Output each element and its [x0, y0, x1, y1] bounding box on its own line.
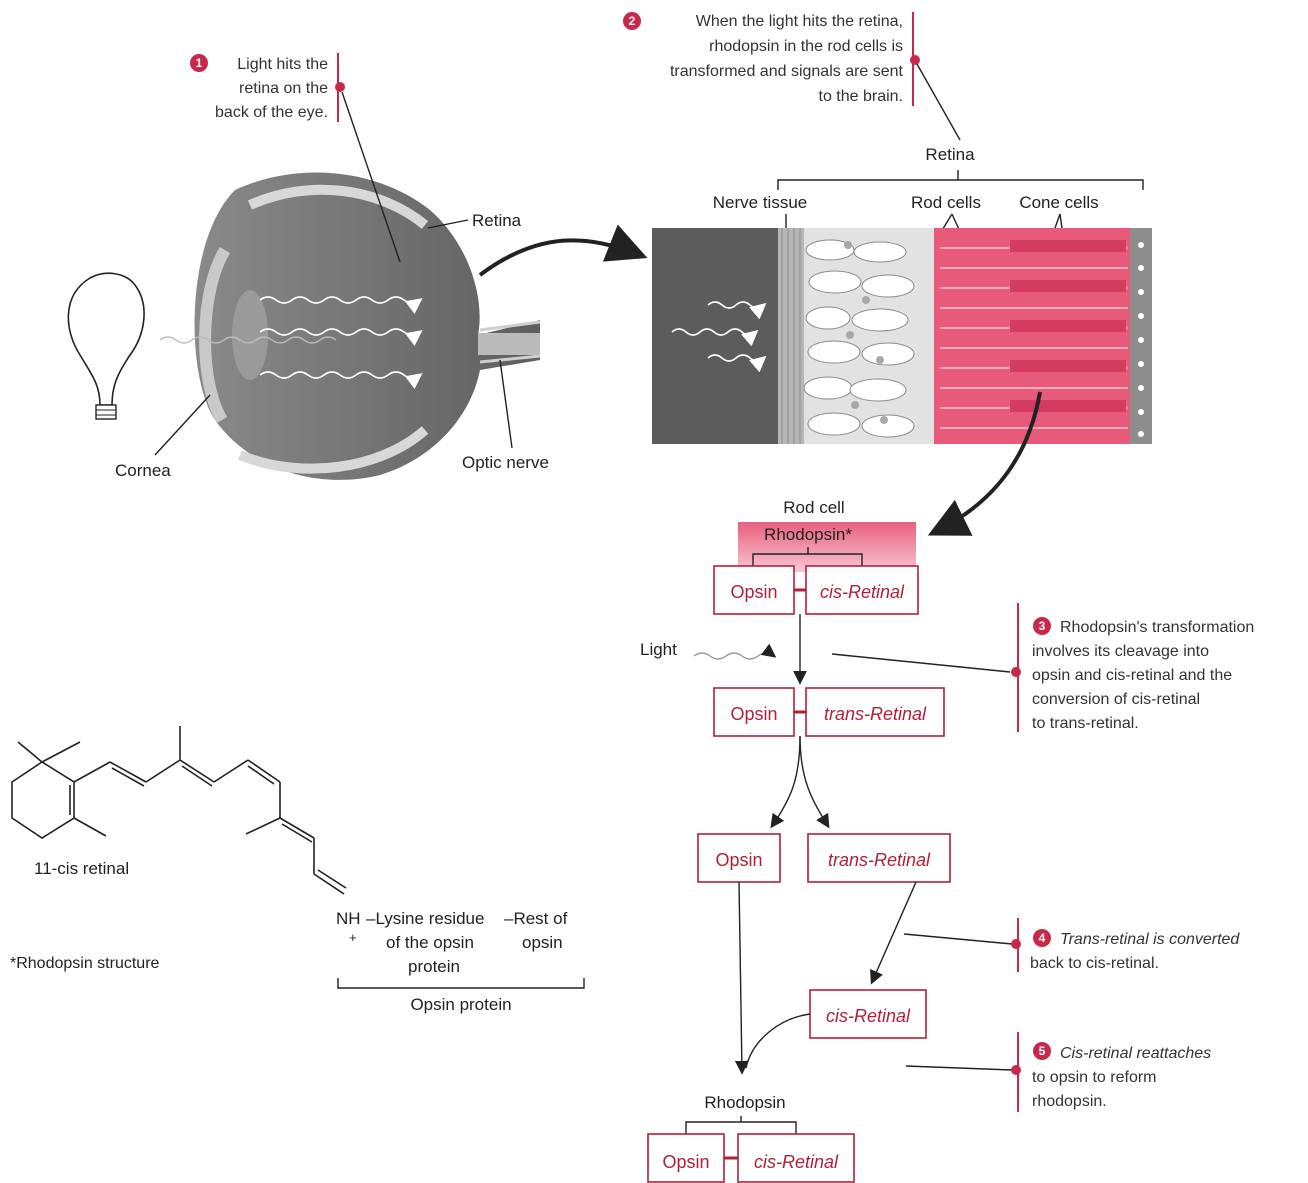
step-1-badge [190, 54, 208, 72]
cis-retinal-box-2 [809, 989, 927, 1039]
rhodopsin-label: Rhodopsin [704, 1093, 785, 1112]
svg-text:Trans-retinal is converted: Trans-retinal is converted [1060, 931, 1240, 948]
svg-text:trans-Retinal: trans-Retinal [824, 704, 927, 724]
rod-cells-label: Rod cells [911, 193, 981, 212]
svg-text:Rhodopsin's transformation: Rhodopsin's transformation [1060, 619, 1254, 636]
rhodopsin-star-label: Rhodopsin* [764, 525, 852, 544]
optic-nerve-label: Optic nerve [462, 453, 549, 472]
plus-label: + [349, 930, 357, 945]
rhodopsin-highlight [738, 522, 916, 572]
svg-text:3: 3 [1039, 619, 1046, 633]
opsin-box-1 [713, 565, 795, 615]
svg-text:opsin and cis-retinal and the: opsin and cis-retinal and the [1032, 667, 1232, 684]
svg-text:back to cis-retinal.: back to cis-retinal. [1030, 955, 1159, 972]
svg-text:1: 1 [196, 56, 203, 70]
svg-text:rhodopsin.: rhodopsin. [1032, 1093, 1107, 1110]
rod-cell-label: Rod cell [783, 498, 844, 517]
svg-text:4: 4 [1039, 931, 1046, 945]
svg-text:Opsin: Opsin [662, 1152, 709, 1172]
step-4-callout: 4 Trans-retinal is converted back to cis… [903, 918, 1240, 972]
svg-text:trans-Retinal: trans-Retinal [828, 850, 931, 870]
opsin-protein-label: Opsin protein [410, 995, 511, 1014]
footnote-label: *Rhodopsin structure [10, 955, 160, 972]
step-3-badge [1033, 617, 1051, 635]
svg-text:back of the eye.: back of the eye. [215, 104, 328, 121]
step-2-badge [623, 12, 641, 30]
retina-to-rod-arrow [927, 391, 1042, 536]
lysine-label-2: of the opsin [386, 933, 474, 952]
svg-text:cis-Retinal: cis-Retinal [754, 1152, 839, 1172]
svg-text:to trans-retinal.: to trans-retinal. [1032, 715, 1139, 732]
svg-text:Opsin: Opsin [730, 582, 777, 602]
svg-text:2: 2 [629, 14, 636, 28]
compound-name-label: 11-cis retinal [34, 859, 129, 878]
rest-label-2: opsin [522, 933, 563, 952]
svg-text:involves its cleavage into: involves its cleavage into [1032, 643, 1209, 660]
lysine-label-1: –Lysine residue [366, 909, 484, 928]
opsin-box-2 [713, 687, 795, 737]
cis-retinal-box-3 [737, 1133, 855, 1183]
nerve-tissue-label: Nerve tissue [713, 193, 807, 212]
cis-retinal-box-1 [805, 565, 919, 615]
svg-text:retina on the: retina on the [239, 80, 328, 97]
nh-label: NH [336, 909, 361, 928]
svg-text:cis-Retinal: cis-Retinal [826, 1006, 911, 1026]
svg-text:When the light hits the retina: When the light hits the retina, [696, 13, 903, 30]
retinal-structure [11, 726, 347, 895]
light-label: Light [640, 640, 677, 659]
trans-retinal-box-2 [807, 833, 951, 883]
svg-text:Cis-retinal reattaches: Cis-retinal reattaches [1060, 1045, 1211, 1062]
svg-text:rhodopsin in the rod cells is: rhodopsin in the rod cells is [709, 38, 903, 55]
lysine-label-3: protein [408, 957, 460, 976]
rest-label-1: –Rest of [504, 909, 568, 928]
opsin-box-3 [697, 833, 781, 883]
eye-to-retina-arrow [478, 224, 648, 277]
trans-retinal-box-1 [805, 687, 945, 737]
cornea-label: Cornea [115, 461, 171, 480]
svg-text:to the brain.: to the brain. [819, 88, 904, 105]
svg-text:Opsin: Opsin [715, 850, 762, 870]
svg-text:transformed and signals are se: transformed and signals are sent [670, 63, 904, 80]
svg-text:Light hits the: Light hits the [237, 56, 328, 73]
svg-text:to opsin to reform: to opsin to reform [1032, 1069, 1157, 1086]
eye-retina-label: Retina [472, 211, 522, 230]
cone-cells-label: Cone cells [1019, 193, 1098, 212]
svg-text:5: 5 [1039, 1044, 1046, 1058]
eye-illustration [159, 172, 541, 480]
retina-cross-section [652, 228, 1152, 444]
step-3-callout: 3 Rhodopsin's transformation involves it… [831, 603, 1254, 732]
retina-title: Retina [925, 145, 975, 164]
light-bulb-icon [67, 272, 145, 420]
step-5-badge [1033, 1042, 1051, 1060]
svg-text:Opsin: Opsin [730, 704, 777, 724]
step-5-callout: 5 Cis-retinal reattaches to opsin to ref… [905, 1032, 1211, 1112]
step-1-callout: 1 Light hits the retina on the back of t… [190, 53, 401, 263]
step-4-badge [1033, 929, 1051, 947]
svg-text:conversion of cis-retinal: conversion of cis-retinal [1032, 691, 1200, 708]
step-2-callout: 2 When the light hits the retina, rhodop… [623, 12, 961, 141]
svg-text:cis-Retinal: cis-Retinal [820, 582, 905, 602]
